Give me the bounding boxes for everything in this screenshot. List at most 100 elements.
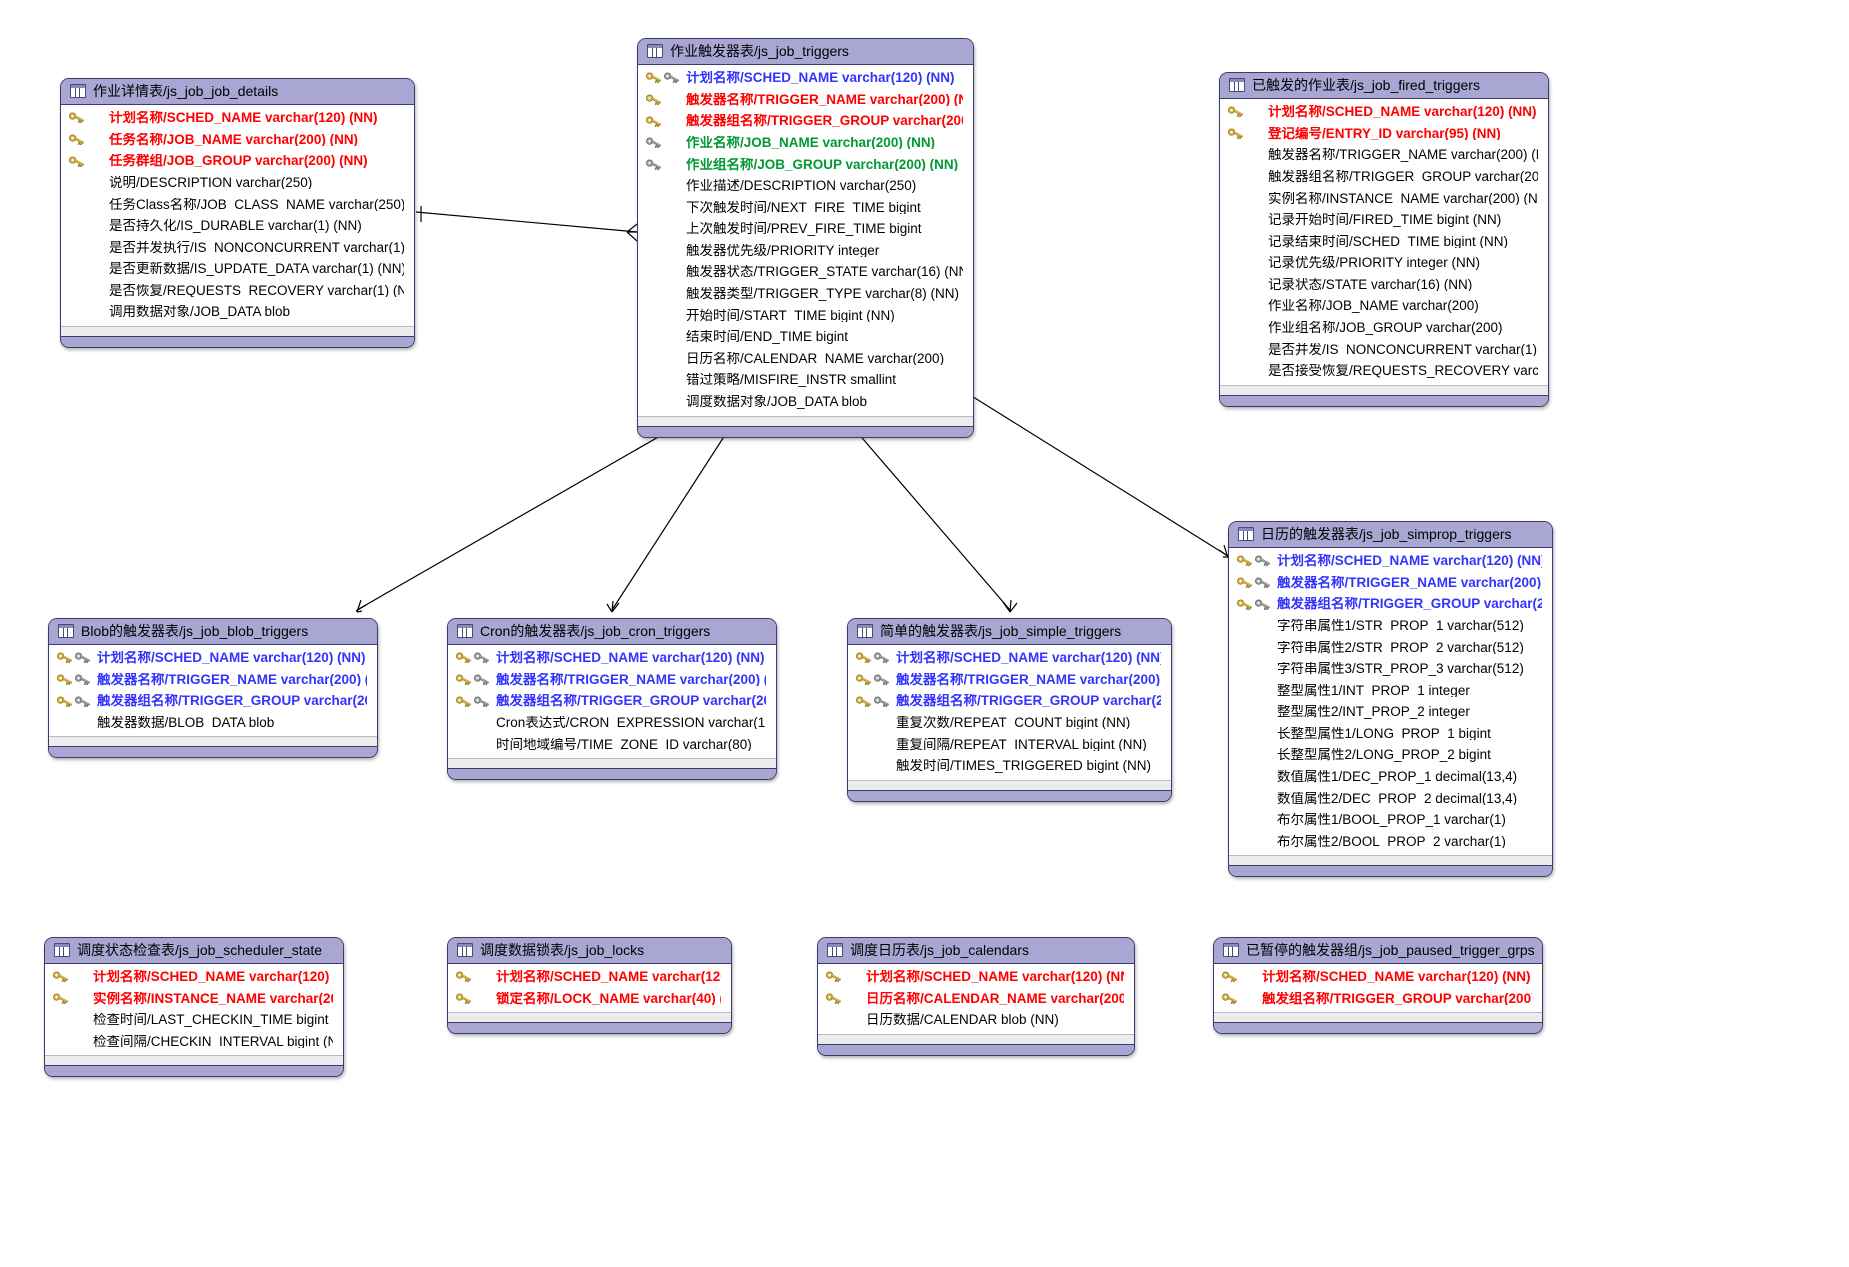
field-row[interactable]: 说明/DESCRIPTION varchar(250) [61,172,414,194]
field-row[interactable]: 是否更新数据/IS_UPDATE_DATA varchar(1) (NN) [61,258,414,280]
field-row[interactable]: 触发器组名称/TRIGGER_GROUP varchar(200) (NN) [49,690,377,712]
field-row[interactable]: 日历名称/CALENDAR_NAME varchar(200) [638,348,973,370]
field-row[interactable]: 计划名称/SCHED_NAME varchar(120) (NN) [49,647,377,669]
field-row[interactable]: 长整型属性2/LONG_PROP_2 bigint [1229,744,1552,766]
field-row[interactable]: 触发器名称/TRIGGER_NAME varchar(200) (NN) [448,669,776,691]
field-row[interactable]: 检查时间/LAST_CHECKIN_TIME bigint (NN) [45,1009,343,1031]
field-row[interactable]: 检查间隔/CHECKIN_INTERVAL bigint (NN) [45,1031,343,1053]
field-row[interactable]: 长整型属性1/LONG_PROP_1 bigint [1229,723,1552,745]
field-row[interactable]: 记录状态/STATE varchar(16) (NN) [1220,274,1548,296]
entity-header-scheduler_state[interactable]: 调度状态检查表/js_job_scheduler_state [45,938,343,965]
field-row[interactable]: 任务名称/JOB_NAME varchar(200) (NN) [61,129,414,151]
entity-header-simple_triggers[interactable]: 简单的触发器表/js_job_simple_triggers [848,619,1171,646]
field-row[interactable]: 作业组名称/JOB_GROUP varchar(200) (NN) [638,153,973,175]
field-row[interactable]: 触发器名称/TRIGGER_NAME varchar(200) (NN) [848,669,1171,691]
field-row[interactable]: 整型属性2/INT_PROP_2 integer [1229,701,1552,723]
field-row[interactable]: 触发器组名称/TRIGGER_GROUP varchar(200) (NN) [1220,166,1548,188]
field-row[interactable]: 实例名称/INSTANCE_NAME varchar(200) (NN) [1220,187,1548,209]
field-row[interactable]: 计划名称/SCHED_NAME varchar(120) (NN) [638,67,973,89]
field-row[interactable]: 计划名称/SCHED_NAME varchar(120) (NN) [448,647,776,669]
field-row[interactable]: 数值属性1/DEC_PROP_1 decimal(13,4) [1229,766,1552,788]
field-row[interactable]: 计划名称/SCHED_NAME varchar(120) (NN) [818,966,1134,988]
entity-header-cron_triggers[interactable]: Cron的触发器表/js_job_cron_triggers [448,619,776,646]
field-row[interactable]: 作业名称/JOB_NAME varchar(200) [1220,295,1548,317]
field-row[interactable]: 作业组名称/JOB_GROUP varchar(200) [1220,317,1548,339]
field-row[interactable]: 记录结束时间/SCHED_TIME bigint (NN) [1220,231,1548,253]
field-row[interactable]: 开始时间/START_TIME bigint (NN) [638,305,973,327]
field-row[interactable]: 字符串属性1/STR_PROP_1 varchar(512) [1229,615,1552,637]
field-row[interactable]: 计划名称/SCHED_NAME varchar(120) (NN) [1214,966,1542,988]
field-row[interactable]: 记录开始时间/FIRED_TIME bigint (NN) [1220,209,1548,231]
field-row[interactable]: 触发器组名称/TRIGGER_GROUP varchar(200) (NN) [638,110,973,132]
field-row[interactable]: 是否并发执行/IS_NONCONCURRENT varchar(1) (NN) [61,237,414,259]
field-row[interactable]: 结束时间/END_TIME bigint [638,326,973,348]
field-row[interactable]: 作业描述/DESCRIPTION varchar(250) [638,175,973,197]
field-row[interactable]: 错过策略/MISFIRE_INSTR smallint [638,369,973,391]
entity-header-simprop_triggers[interactable]: 日历的触发器表/js_job_simprop_triggers [1229,522,1552,549]
entity-header-locks[interactable]: 调度数据锁表/js_job_locks [448,938,731,965]
field-row[interactable]: Cron表达式/CRON_EXPRESSION varchar(120) (NN… [448,712,776,734]
field-row[interactable]: 任务群组/JOB_GROUP varchar(200) (NN) [61,150,414,172]
field-row[interactable]: 触发器名称/TRIGGER_NAME varchar(200) (NN) [1229,572,1552,594]
field-row[interactable]: 实例名称/INSTANCE_NAME varchar(200) (NN) [45,988,343,1010]
field-row[interactable]: 是否接受恢复/REQUESTS_RECOVERY varchar(1) [1220,360,1548,382]
field-row[interactable]: 重复间隔/REPEAT_INTERVAL bigint (NN) [848,733,1171,755]
field-row[interactable]: 触发器状态/TRIGGER_STATE varchar(16) (NN) [638,261,973,283]
field-row[interactable]: 锁定名称/LOCK_NAME varchar(40) (NN) [448,988,731,1010]
entity-header-triggers[interactable]: 作业触发器表/js_job_triggers [638,39,973,66]
field-row[interactable]: 作业名称/JOB_NAME varchar(200) (NN) [638,132,973,154]
field-row[interactable]: 计划名称/SCHED_NAME varchar(120) (NN) [61,107,414,129]
field-row[interactable]: 计划名称/SCHED_NAME varchar(120) (NN) [1220,101,1548,123]
field-row[interactable]: 任务Class名称/JOB_CLASS_NAME varchar(250) (N… [61,193,414,215]
field-row[interactable]: 字符串属性3/STR_PROP_3 varchar(512) [1229,658,1552,680]
field-row[interactable]: 计划名称/SCHED_NAME varchar(120) (NN) [448,966,731,988]
field-row[interactable]: 时间地域编号/TIME_ZONE_ID varchar(80) [448,733,776,755]
field-row[interactable]: 计划名称/SCHED_NAME varchar(120) (NN) [45,966,343,988]
field-row[interactable]: 上次触发时间/PREV_FIRE_TIME bigint [638,218,973,240]
field-row[interactable]: 触发器组名称/TRIGGER_GROUP varchar(200) (NN) [1229,593,1552,615]
field-row[interactable]: 布尔属性1/BOOL_PROP_1 varchar(1) [1229,809,1552,831]
field-row[interactable]: 调用数据对象/JOB_DATA blob [61,301,414,323]
field-row[interactable]: 日历数据/CALENDAR blob (NN) [818,1009,1134,1031]
field-row[interactable]: 触发器类型/TRIGGER_TYPE varchar(8) (NN) [638,283,973,305]
field-row[interactable]: 整型属性1/INT_PROP_1 integer [1229,680,1552,702]
field-row[interactable]: 是否持久化/IS_DURABLE varchar(1) (NN) [61,215,414,237]
field-row[interactable]: 是否恢复/REQUESTS_RECOVERY varchar(1) (NN) [61,280,414,302]
field-row[interactable]: 触发器名称/TRIGGER_NAME varchar(200) (NN) [49,669,377,691]
field-row[interactable]: 是否并发/IS_NONCONCURRENT varchar(1) [1220,339,1548,361]
field-row[interactable]: 下次触发时间/NEXT_FIRE_TIME bigint [638,197,973,219]
entity-header-fired_triggers[interactable]: 已触发的作业表/js_job_fired_triggers [1220,73,1548,100]
field-row[interactable]: 触发时间/TIMES_TRIGGERED bigint (NN) [848,755,1171,777]
field-row[interactable]: 计划名称/SCHED_NAME varchar(120) (NN) [848,647,1171,669]
entity-header-blob_triggers[interactable]: Blob的触发器表/js_job_blob_triggers [49,619,377,646]
field-row[interactable]: 布尔属性2/BOOL_PROP_2 varchar(1) [1229,831,1552,853]
field-row[interactable]: 触发器名称/TRIGGER_NAME varchar(200) (NN) [638,89,973,111]
entity-header-paused_trigger_grps[interactable]: 已暂停的触发器组/js_job_paused_trigger_grps [1214,938,1542,965]
field-row[interactable]: 触发器优先级/PRIORITY integer [638,240,973,262]
field-row[interactable]: 调度数据对象/JOB_DATA blob [638,391,973,413]
field-row[interactable]: 触发器组名称/TRIGGER_GROUP varchar(200) (NN) [848,690,1171,712]
field-row[interactable]: 重复次数/REPEAT_COUNT bigint (NN) [848,712,1171,734]
entity-header-job_details[interactable]: 作业详情表/js_job_job_details [61,79,414,106]
field-row[interactable]: 数值属性2/DEC_PROP_2 decimal(13,4) [1229,788,1552,810]
field-row[interactable]: 计划名称/SCHED_NAME varchar(120) (NN) [1229,550,1552,572]
field-row[interactable]: 字符串属性2/STR_PROP_2 varchar(512) [1229,636,1552,658]
field-row[interactable]: 触发器组名称/TRIGGER_GROUP varchar(200) (NN) [448,690,776,712]
entity-header-calendars[interactable]: 调度日历表/js_job_calendars [818,938,1134,965]
field-row[interactable]: 触发器名称/TRIGGER_NAME varchar(200) (NN) [1220,144,1548,166]
field-row[interactable]: 记录优先级/PRIORITY integer (NN) [1220,252,1548,274]
field-row[interactable]: 触发组名称/TRIGGER_GROUP varchar(200) (NN) [1214,988,1542,1010]
field-row[interactable]: 登记编号/ENTRY_ID varchar(95) (NN) [1220,123,1548,145]
field-row[interactable]: 日历名称/CALENDAR_NAME varchar(200) (NN) [818,988,1134,1010]
field-row[interactable]: 触发器数据/BLOB_DATA blob [49,712,377,734]
